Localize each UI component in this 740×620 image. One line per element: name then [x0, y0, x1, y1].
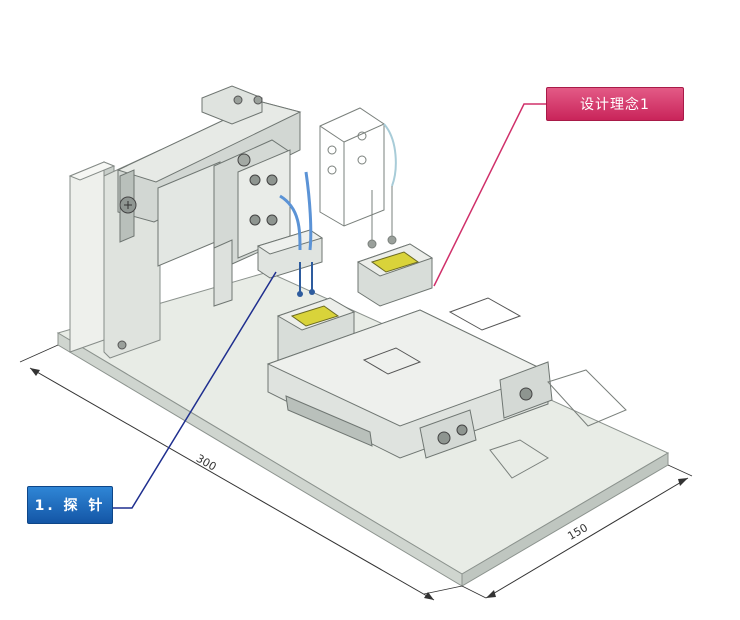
probe-callout: 1. 探 针	[27, 486, 113, 524]
dimension-length	[19, 344, 463, 601]
dimension-width-label: 150	[565, 521, 590, 543]
probe-needles	[279, 171, 315, 297]
design-concept-callout: 设计理念1	[546, 87, 684, 121]
dimension-width	[461, 464, 693, 599]
test-sockets	[266, 243, 627, 479]
exploded-block	[319, 107, 397, 249]
design-leader-line	[433, 103, 546, 287]
probe-leader-line	[113, 271, 277, 509]
dimension-length-label: 300	[194, 452, 219, 474]
probe-carriage	[157, 139, 324, 307]
